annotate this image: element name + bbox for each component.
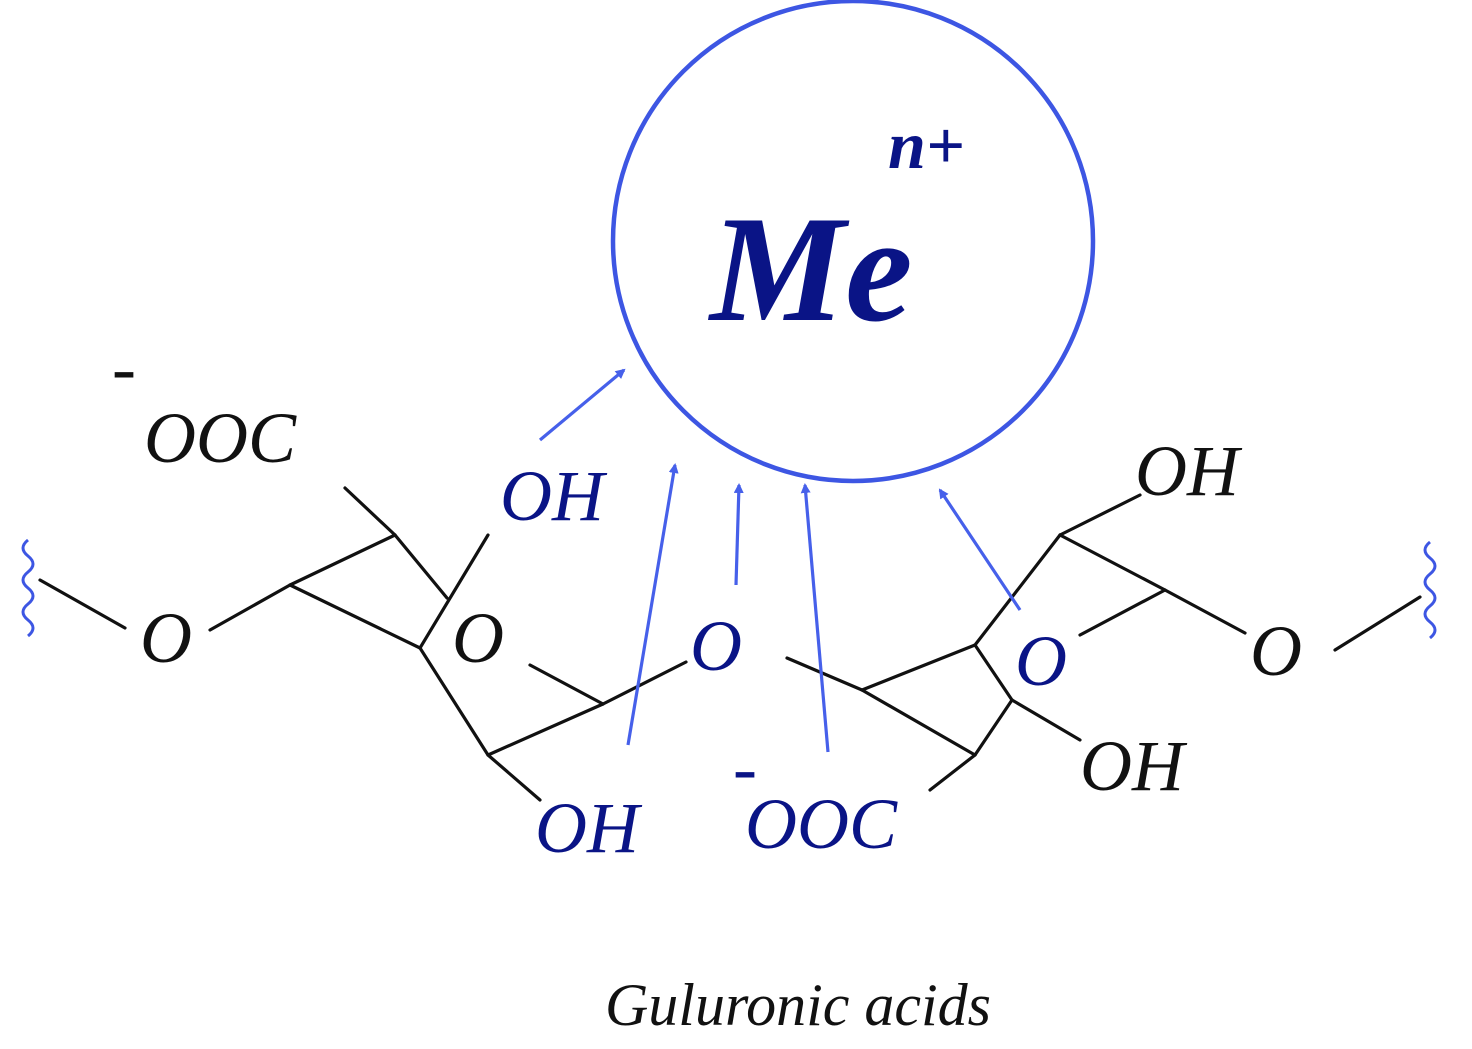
arrow-ring-oxygen-right bbox=[938, 488, 1022, 611]
left-ring-oxygen: O bbox=[452, 598, 504, 678]
metal-ion-symbol: Me bbox=[708, 185, 913, 353]
chain-continuation-left bbox=[21, 538, 35, 638]
bridge-oxygen: O bbox=[690, 606, 742, 686]
left-carboxylate-charge: - bbox=[112, 328, 136, 408]
right-ring-bonds bbox=[785, 493, 1422, 792]
right-hydroxyl-bottom: OH bbox=[1080, 726, 1188, 806]
metal-ion-charge: n+ bbox=[888, 107, 965, 183]
metal-ion-circle bbox=[610, 0, 1096, 484]
left-ring-bonds bbox=[38, 486, 688, 802]
left-linkage-oxygen: O bbox=[140, 598, 192, 678]
arrow-bridge-oxygen bbox=[733, 483, 744, 586]
arrow-carboxylate-right bbox=[800, 483, 830, 753]
chain-continuation-right bbox=[1423, 540, 1437, 640]
right-carboxylate-label: OOC bbox=[745, 784, 898, 864]
diagram-caption: Guluronic acids bbox=[605, 972, 991, 1038]
right-linkage-oxygen: O bbox=[1250, 611, 1302, 691]
left-carboxylate-label: OOC bbox=[144, 398, 297, 478]
coordination-arrows bbox=[538, 368, 1022, 753]
arrow-oh-top-left bbox=[538, 368, 626, 442]
right-hydroxyl-top: OH bbox=[1135, 431, 1243, 511]
right-carboxylate-charge: - bbox=[733, 728, 757, 808]
left-hydroxyl-bottom: OH bbox=[535, 788, 643, 868]
arrow-oh-bottom-left bbox=[626, 463, 679, 746]
right-ring-oxygen: O bbox=[1015, 621, 1067, 701]
left-hydroxyl-top: OH bbox=[500, 456, 608, 536]
